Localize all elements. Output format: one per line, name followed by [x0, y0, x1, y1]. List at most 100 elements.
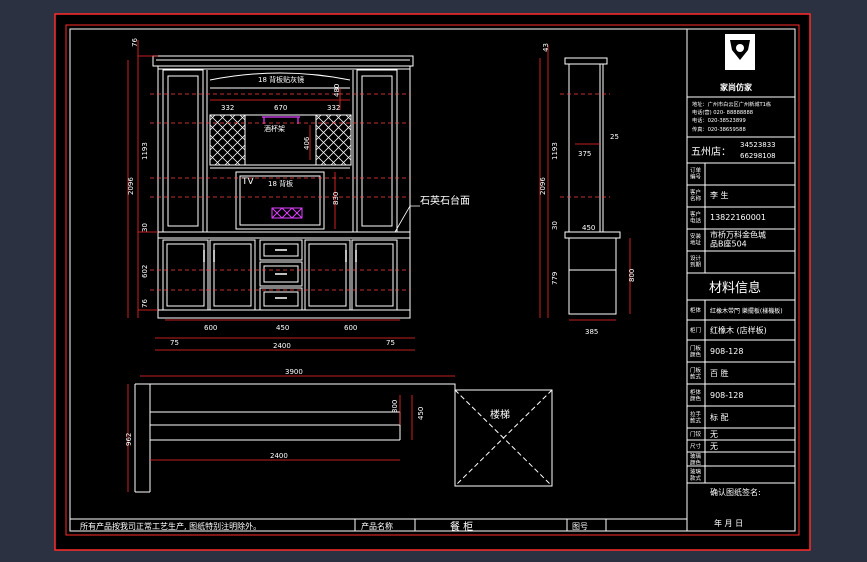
material-row-key: 款式 [690, 372, 702, 380]
side-top-dim: 43 [542, 43, 550, 52]
customer-row-key: 设计 [690, 254, 702, 262]
front-height-602: 602 [141, 265, 149, 278]
front-dimension-text: 76 1193 2096 30 602 76 18 背板贴灰镜 332 670 … [127, 38, 395, 350]
tv-label: TV [241, 177, 254, 187]
material-row-key: 柜体 [690, 306, 702, 314]
customer-row-key: 电话 [690, 216, 702, 224]
tv-backboard-label: 18 背板 [268, 179, 293, 188]
side-height-1193: 1193 [551, 142, 559, 160]
tv-speaker-symbol [271, 207, 303, 219]
footer-note: 所有产品按我司正常工艺生产, 图纸特别注明除外。 [80, 521, 261, 531]
front-height-2096: 2096 [127, 177, 135, 195]
front-dimension-lines [127, 40, 415, 351]
address-line-2: 电话(营) 020- 88888888 [692, 108, 753, 116]
side-upper-angle: 25 [610, 133, 619, 141]
wine-dim-center: 670 [274, 104, 287, 112]
title-block [686, 28, 796, 532]
store-info: 五州店： 34523833 66298108 [691, 141, 776, 160]
front-height-76: 76 [141, 299, 149, 308]
wine-height-dim: 406 [303, 136, 311, 150]
footer-bar [70, 518, 687, 531]
customer-row-value: 市桥万科金色城 [710, 230, 766, 240]
front-header-label: 18 背板贴灰镜 [258, 75, 304, 84]
material-row-key: 颜色 [690, 458, 702, 466]
customer-row-key: 客户 [690, 210, 701, 218]
material-row-value: 908-128 [710, 347, 743, 356]
fax-line: 传真：020-38659588 [692, 125, 746, 133]
material-row-key: 款式 [690, 416, 702, 424]
brand-logo: 家尚仿家 [720, 34, 755, 92]
side-hidden-lines [560, 93, 610, 198]
side-upper-depth: 375 [578, 150, 591, 158]
material-row-value: 百 胜 [710, 368, 729, 378]
material-row-key: 柜体 [690, 388, 702, 396]
plan-depth-left: 962 [125, 433, 133, 446]
material-row-value: 无 [710, 442, 718, 451]
material-row-key: 门板 [690, 344, 702, 352]
bottom-width-right: 600 [344, 324, 357, 332]
material-row-key: 颜色 [690, 394, 702, 402]
footer-text: 所有产品按我司正常工艺生产, 图纸特别注明除外。 产品名称 餐 柜 图号 [80, 520, 588, 533]
side-counter-depth: 450 [582, 224, 595, 232]
side-elevation [564, 57, 621, 315]
side-height-779: 779 [551, 272, 559, 285]
material-row-value: 908-128 [710, 391, 743, 400]
brand-name: 家尚仿家 [720, 82, 753, 92]
front-height-30: 30 [141, 223, 149, 232]
side-dimension-text: 1193 2096 30 779 375 25 450 800 385 43 [539, 43, 636, 336]
material-row-key: 颜色 [690, 350, 702, 358]
material-row-value: 红橡木带門 樂擺板(樣機板) [710, 307, 783, 315]
outer-right-dim: 75 [386, 339, 395, 347]
material-row-key: 门板 [690, 366, 702, 374]
customer-row-value: 李 生 [710, 190, 729, 200]
material-row-key: 门铰 [690, 430, 702, 438]
customer-row-value: 13822160001 [710, 213, 766, 222]
customer-row-key: 编号 [690, 172, 702, 180]
material-heading-group: 材料信息 [709, 280, 761, 296]
tv-height-dim: 830 [332, 192, 340, 205]
drawing-sheet [54, 13, 811, 551]
material-row-value: 红橡木 (店样板) [710, 325, 767, 335]
customer-row-key: 安装 [690, 232, 702, 240]
material-row-key: 款式 [690, 474, 702, 482]
side-height-2096: 2096 [539, 177, 547, 195]
wine-dim-left: 332 [221, 104, 234, 112]
material-heading: 材料信息 [709, 280, 761, 296]
side-lower-height: 800 [628, 269, 636, 282]
customer-row-value: 品B座504 [710, 239, 747, 249]
material-row-key: 拉手 [690, 410, 702, 418]
customer-row-key: 客户 [690, 188, 701, 196]
side-height-30: 30 [551, 221, 559, 230]
front-hidden-lines [150, 93, 410, 291]
plan-view [134, 383, 553, 493]
material-row-value: 标 配 [710, 412, 729, 422]
plan-inner-b: 450 [417, 407, 425, 420]
material-row-key: 柜门 [690, 326, 701, 334]
customer-row-key: 到期 [690, 261, 702, 268]
wine-rack-lattice [209, 114, 352, 166]
wine-rack-label: 酒杯架 [264, 124, 285, 133]
drawing-no-label: 图号 [572, 522, 588, 531]
store-tel-2: 66298108 [740, 152, 776, 160]
stair-label: 楼梯 [490, 408, 510, 421]
front-handles [203, 249, 357, 299]
material-row-value: 无 [710, 430, 718, 439]
product-name: 餐 柜 [450, 520, 473, 533]
inner-frame [65, 24, 800, 536]
front-height-1193: 1193 [141, 142, 149, 160]
customer-row-key: 名称 [690, 194, 702, 202]
store-label: 五州店： [691, 145, 731, 158]
wine-dim-right: 332 [327, 104, 340, 112]
plan-cabinet-width: 2400 [270, 452, 288, 460]
material-row-key: 玻璃 [690, 467, 702, 475]
plan-dimension-text: 3900 962 300 450 2400 楼梯 [125, 368, 510, 460]
plan-inner-a: 300 [391, 400, 399, 413]
phone-line: 电话：020-38523899 [692, 116, 746, 124]
bottom-width-center: 450 [276, 324, 289, 332]
product-label: 产品名称 [361, 521, 393, 531]
company-info: 地址：广州市白云区广州新城T1栋 电话(营) 020- 88888888 电话：… [692, 100, 771, 133]
front-dim-top-right: 480 [333, 84, 341, 97]
side-dimension-lines [539, 45, 631, 321]
